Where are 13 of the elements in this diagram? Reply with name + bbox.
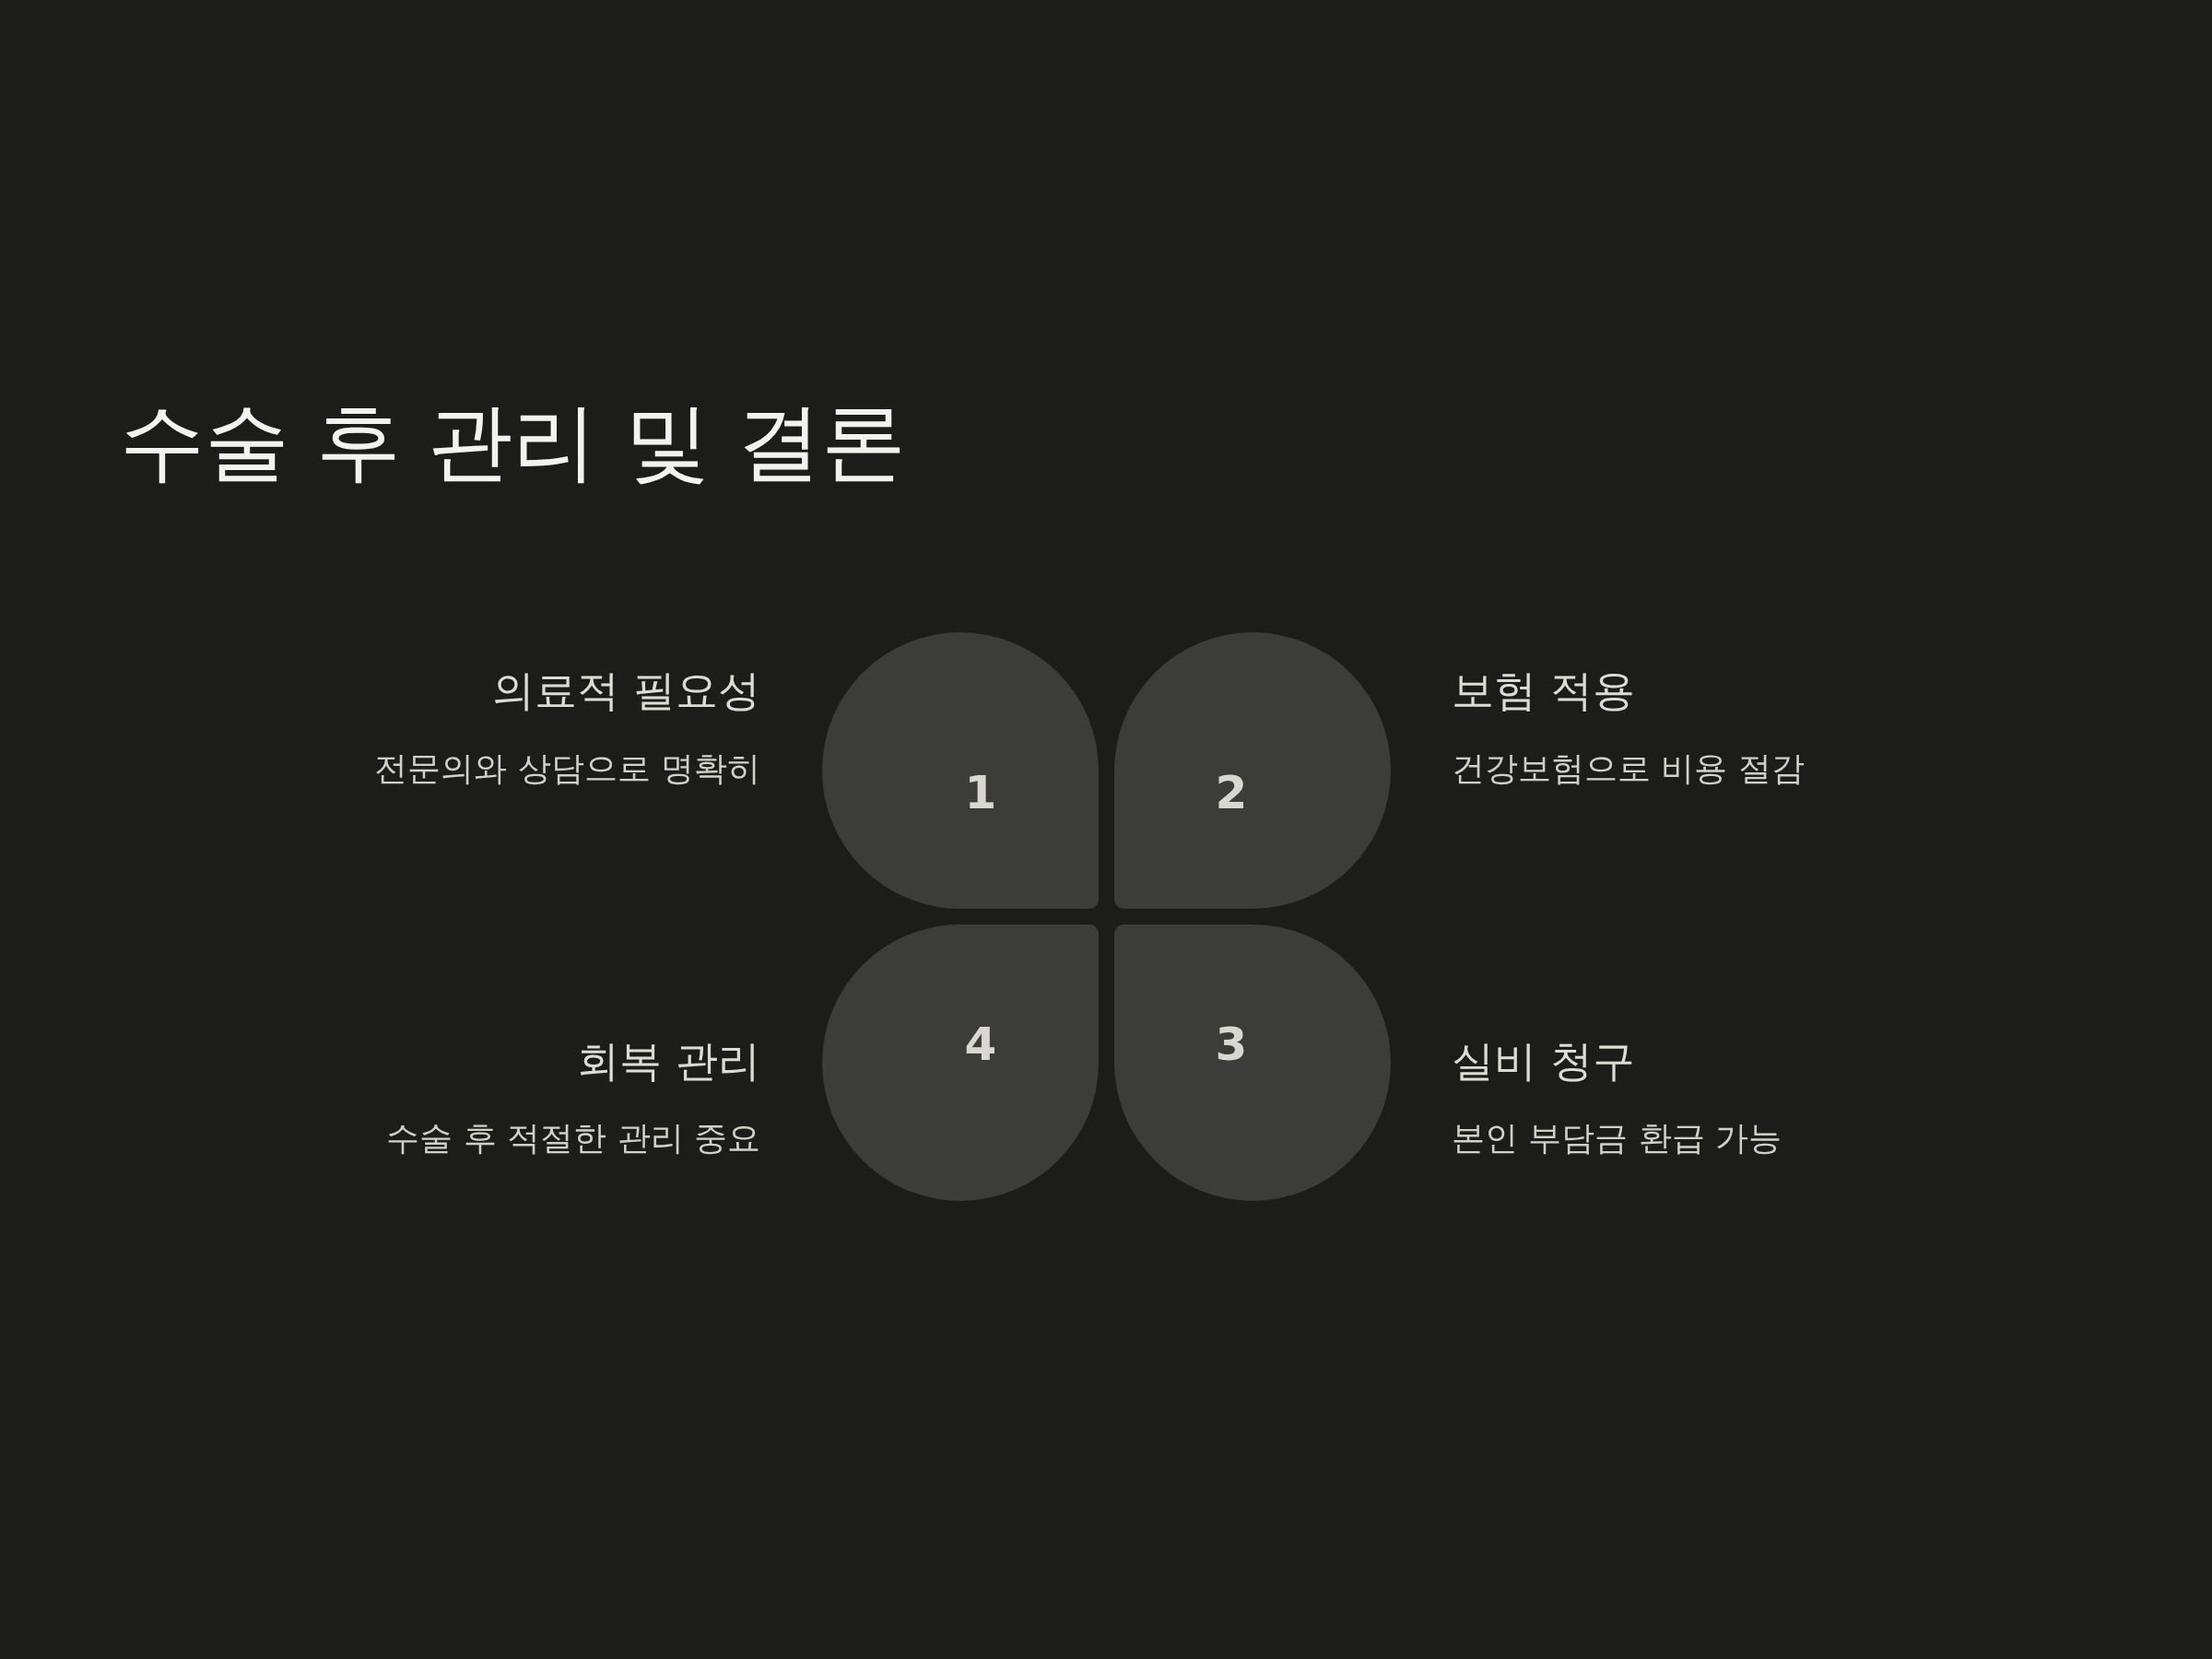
item-heading: 실비 청구 — [1452, 1036, 1635, 1088]
item-description: 수술 후 적절한 관리 중요 — [386, 1118, 760, 1159]
slide-title: 수술 후 관리 및 결론 — [120, 392, 906, 493]
step-number: 1 — [964, 770, 997, 816]
item-heading: 의료적 필요성 — [492, 665, 760, 717]
step-number: 4 — [964, 1021, 997, 1067]
item-heading: 보험 적용 — [1452, 665, 1635, 717]
step-number: 2 — [1215, 770, 1248, 816]
item-heading: 회복 관리 — [577, 1036, 760, 1088]
item-description: 전문의와 상담으로 명확히 — [374, 748, 760, 789]
step-number: 3 — [1215, 1021, 1248, 1067]
item-description: 본인 부담금 환급 가능 — [1452, 1118, 1783, 1159]
item-description: 건강보험으로 비용 절감 — [1452, 748, 1805, 789]
